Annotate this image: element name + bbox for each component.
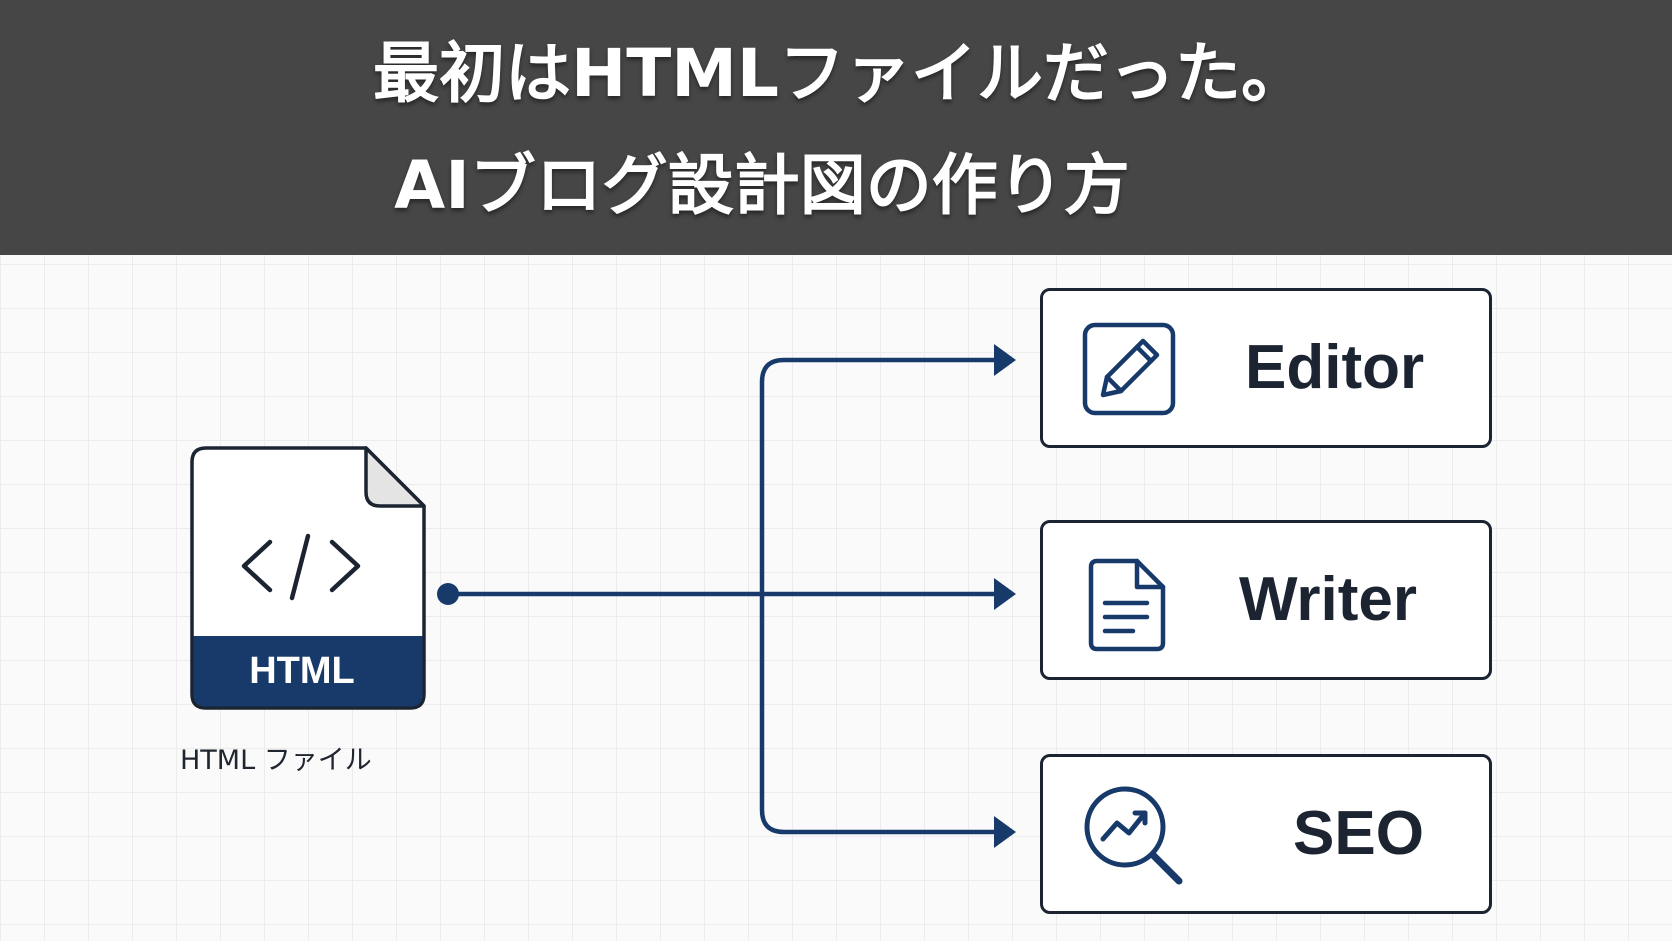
target-card-seo: SEO: [1040, 754, 1492, 914]
connector-arrows: [994, 344, 1016, 848]
code-icon: [241, 533, 361, 601]
file-caption: HTML ファイル: [180, 745, 372, 776]
target-card-writer: Writer: [1040, 520, 1492, 680]
target-label-seo: SEO: [1293, 799, 1424, 868]
connector-lines: [437, 357, 1001, 835]
document-icon: [1088, 558, 1166, 652]
arrow-head-seo: [994, 816, 1016, 848]
target-label-writer: Writer: [1239, 565, 1418, 634]
file-badge: [193, 636, 423, 707]
file-badge-label: HTML: [249, 650, 355, 692]
arrow-head-writer: [994, 578, 1016, 610]
analytics-search-icon: [1084, 786, 1183, 885]
file-fold: [364, 446, 426, 508]
pencil-icon: [1082, 322, 1176, 416]
arrow-head-editor: [994, 344, 1016, 376]
html-file-icon: HTML: [190, 446, 426, 710]
target-card-editor: Editor: [1040, 288, 1492, 448]
title-line-1: 最初はHTMLファイルだった。: [373, 35, 1307, 112]
target-label-editor: Editor: [1245, 333, 1425, 402]
connector-trunk: [759, 357, 1001, 835]
title-line-2: AIブログ設計図の作り方: [394, 147, 1130, 224]
title-banner: 最初はHTMLファイルだった。 AIブログ設計図の作り方: [0, 0, 1672, 255]
